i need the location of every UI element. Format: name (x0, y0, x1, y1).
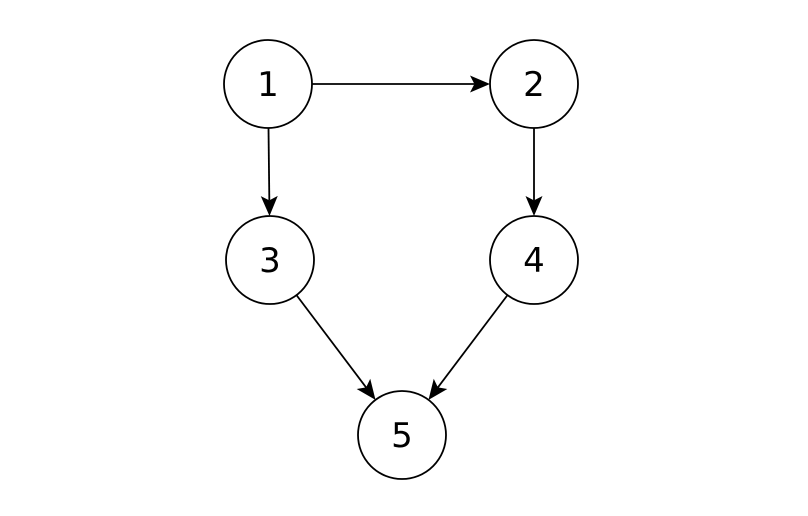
graph-node-label: 2 (523, 65, 545, 105)
arrowhead-icon (428, 378, 448, 400)
graph-node-label: 3 (259, 241, 281, 281)
arrowhead-icon (356, 378, 376, 400)
graph-edge-4-5 (428, 294, 509, 400)
graph-edge-3-5 (295, 294, 376, 400)
graph-node-1: 1 (223, 39, 313, 129)
arrowhead-icon (525, 196, 543, 216)
graph-edge-2-4 (525, 128, 543, 216)
arrowhead-icon (260, 195, 278, 217)
graph-node-3: 3 (225, 215, 315, 305)
graph-node-label: 5 (391, 416, 413, 456)
graph-node-4: 4 (489, 215, 579, 305)
graph-edge-1-2 (312, 75, 490, 93)
graph-node-2: 2 (489, 39, 579, 129)
graph-edge-1-3 (260, 127, 278, 217)
graph-node-label: 1 (257, 65, 279, 105)
graph-node-label: 4 (523, 241, 545, 281)
arrowhead-icon (470, 75, 490, 93)
graph-node-5: 5 (357, 390, 447, 480)
